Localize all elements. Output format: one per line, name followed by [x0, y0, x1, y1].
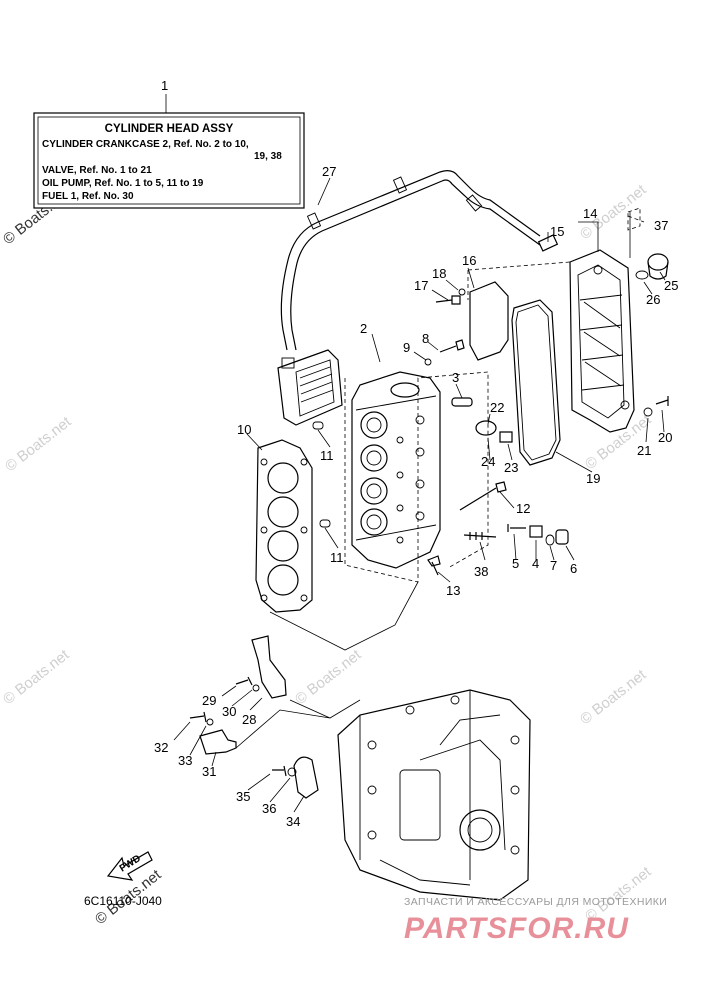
callout-33: 33: [178, 753, 192, 768]
leader-lines: [173, 177, 666, 813]
callout-20: 20: [658, 430, 672, 445]
callout-17: 17: [414, 278, 428, 293]
label-box-line: CYLINDER CRANKCASE 2, Ref. No. 2 to 10,: [42, 139, 249, 150]
callout-13: 13: [446, 583, 460, 598]
callout-12: 12: [516, 501, 530, 516]
brand-tagline: ЗАПЧАСТИ И АКСЕССУАРЫ ДЛЯ МОТОТЕХНИКИ: [404, 896, 667, 908]
head-gasket: [255, 439, 313, 613]
cover-bounding-dash: [467, 261, 571, 300]
callout-35: 35: [236, 789, 250, 804]
watermarks: © Boats.net © Boats.net © Boats.net © Bo…: [0, 181, 655, 928]
label-box-title: CYLINDER HEAD ASSY: [105, 123, 234, 135]
watermark: © Boats.net: [0, 646, 73, 708]
assembly-label-box: 1 CYLINDER HEAD ASSY CYLINDER CRANKCASE …: [33, 78, 305, 209]
callout-11: 11: [320, 448, 334, 463]
brand-name: PARTSFOR.RU: [404, 912, 629, 945]
callout-1: 1: [161, 78, 168, 93]
mount-lines: [235, 581, 419, 749]
cylinder-cover: [569, 249, 635, 433]
cylinder-head: [351, 371, 441, 569]
callout-8: 8: [422, 331, 429, 346]
hose-27: [280, 170, 541, 351]
callout-21: 21: [637, 443, 651, 458]
watermark: © Boats.net: [582, 411, 655, 473]
callout-4: 4: [532, 556, 539, 571]
callout-32: 32: [154, 740, 168, 755]
brand-logo: ЗАПЧАСТИ И АКСЕССУАРЫ ДЛЯ МОТОТЕХНИКИ PA…: [404, 896, 667, 945]
callout-22: 22: [490, 400, 504, 415]
fuel-strainer: [277, 349, 343, 426]
callout-26: 26: [646, 292, 660, 307]
callout-23: 23: [504, 460, 518, 475]
callout-18: 18: [432, 266, 446, 281]
callout-27: 27: [322, 164, 336, 179]
label-box-line: OIL PUMP, Ref. No. 1 to 5, 11 to 19: [42, 178, 204, 189]
callouts: 2 3 4 5 6 7 8 9 10 11 11 12 13 14 15 16 …: [154, 164, 678, 829]
callout-29: 29: [202, 693, 216, 708]
oil-filler-cap: [635, 253, 669, 280]
callout-10: 10: [237, 422, 251, 437]
callout-36: 36: [262, 801, 276, 816]
callout-25: 25: [664, 278, 678, 293]
callout-24: 24: [481, 454, 495, 469]
callout-34: 34: [286, 814, 300, 829]
dowel-pin: [319, 519, 331, 528]
head-bounding-dash: [344, 371, 489, 583]
fasteners: [424, 234, 669, 576]
callout-7: 7: [550, 558, 557, 573]
watermark: © Boats.net: [577, 666, 650, 728]
callout-37-marker: [627, 207, 641, 231]
callout-3: 3: [452, 370, 459, 385]
callout-6: 6: [570, 561, 577, 576]
cover-gasket: [511, 299, 561, 466]
label-box-line: 19, 38: [254, 151, 282, 162]
callout-37: 37: [654, 218, 668, 233]
callout-15: 15: [550, 224, 564, 239]
callout-30: 30: [222, 704, 236, 719]
callout-2: 2: [360, 321, 367, 336]
callout-31: 31: [202, 764, 216, 779]
watermark: © Boats.net: [2, 413, 75, 475]
callout-5: 5: [512, 556, 519, 571]
callout-16: 16: [462, 253, 476, 268]
fwd-label: FWD: [118, 853, 143, 874]
plate-16: [469, 281, 509, 361]
label-box-line: FUEL 1, Ref. No. 30: [42, 191, 134, 202]
callout-14: 14: [583, 206, 597, 221]
callout-38: 38: [474, 564, 488, 579]
callout-28: 28: [242, 712, 256, 727]
label-box-line: VALVE, Ref. No. 1 to 21: [42, 165, 152, 176]
callout-11: 11: [330, 550, 344, 565]
crankcase-block: [337, 689, 531, 901]
dowel-pin: [312, 421, 324, 430]
callout-9: 9: [403, 340, 410, 355]
callout-19: 19: [586, 471, 600, 486]
bracket-assembly: [189, 635, 319, 799]
watermark: © Boats.net: [292, 646, 365, 708]
diagram-code: 6C16110-J040: [84, 894, 162, 908]
